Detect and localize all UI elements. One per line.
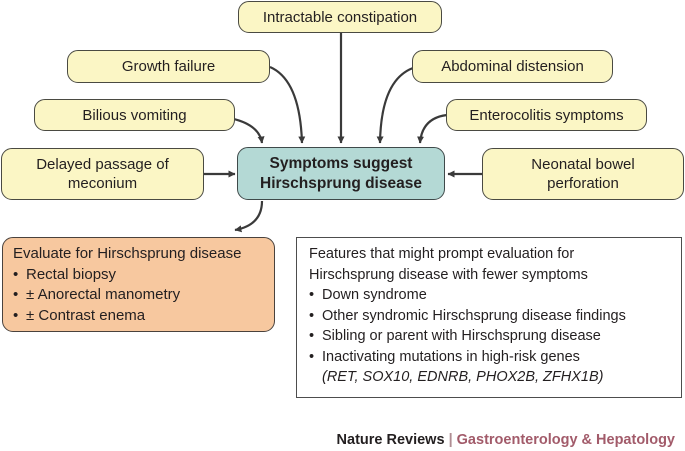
symptom-label: Growth failure (121, 58, 216, 75)
symptom-bilious-vomiting: Bilious vomiting (34, 99, 235, 131)
high-risk-genes: (RET, SOX10, EDNRB, PHOX2B, ZFHX1B) (322, 369, 604, 385)
symptom-label: Neonatal bowel perforation (531, 156, 635, 192)
symptom-label: Enterocolitis symptoms (469, 106, 624, 124)
center-line-2: Hirschsprung disease (260, 174, 422, 192)
evaluate-item: ± Contrast enema (13, 306, 264, 327)
symptom-delayed-meconium: Delayed passage of meconium (1, 148, 204, 200)
evaluate-item: ± Anorectal manometry (13, 285, 264, 306)
center-line-1: Symptoms suggest (269, 154, 413, 172)
features-intro-line-2: Hirschsprung disease with fewer symptoms (309, 266, 588, 283)
symptom-growth-failure: Growth failure (67, 50, 270, 83)
feature-item: Inactivating mutations in high-risk gene… (309, 347, 671, 368)
feature-item: Down syndrome (309, 285, 671, 306)
arrow-growth (269, 65, 306, 144)
features-list: Down syndrome Other syndromic Hirschspru… (309, 285, 671, 367)
features-box: Features that might prompt evaluation fo… (296, 237, 682, 398)
evaluate-item: Rectal biopsy (13, 265, 264, 286)
evaluate-box: Evaluate for Hirschsprung disease Rectal… (2, 237, 275, 332)
feature-item: Other syndromic Hirschsprung disease fin… (309, 306, 671, 327)
symptom-label: Delayed passage of meconium (36, 156, 169, 192)
evaluate-list: Rectal biopsy ± Anorectal manometry ± Co… (13, 265, 264, 327)
feature-item: Sibling or parent with Hirschsprung dise… (309, 326, 671, 347)
symptom-bowel-perforation: Neonatal bowel perforation (482, 148, 684, 200)
credit-separator: | (448, 432, 453, 448)
features-intro-line-1: Features that might prompt evaluation fo… (309, 246, 575, 262)
arrow-enterocolitis (417, 113, 448, 144)
journal-name: Gastroenterology & Hepatology (456, 432, 675, 448)
symptom-abdominal-distension: Abdominal distension (412, 50, 613, 83)
evaluate-title: Evaluate for Hirschsprung disease (13, 245, 242, 262)
symptom-enterocolitis: Enterocolitis symptoms (446, 99, 647, 131)
symptom-label: Abdominal distension (441, 58, 584, 75)
hirschsprung-suspected-node: Symptoms suggest Hirschsprung disease (237, 147, 445, 200)
symptom-label: Bilious vomiting (82, 106, 187, 124)
symptom-intractable-constipation: Intractable constipation (238, 1, 442, 33)
arrow-evaluate (234, 200, 264, 233)
publisher-brand: Nature Reviews (336, 432, 445, 448)
journal-credit: Nature Reviews | Gastroenterology & Hepa… (337, 432, 675, 448)
symptom-label: Intractable constipation (262, 8, 418, 26)
arrow-abdominal (376, 66, 414, 144)
